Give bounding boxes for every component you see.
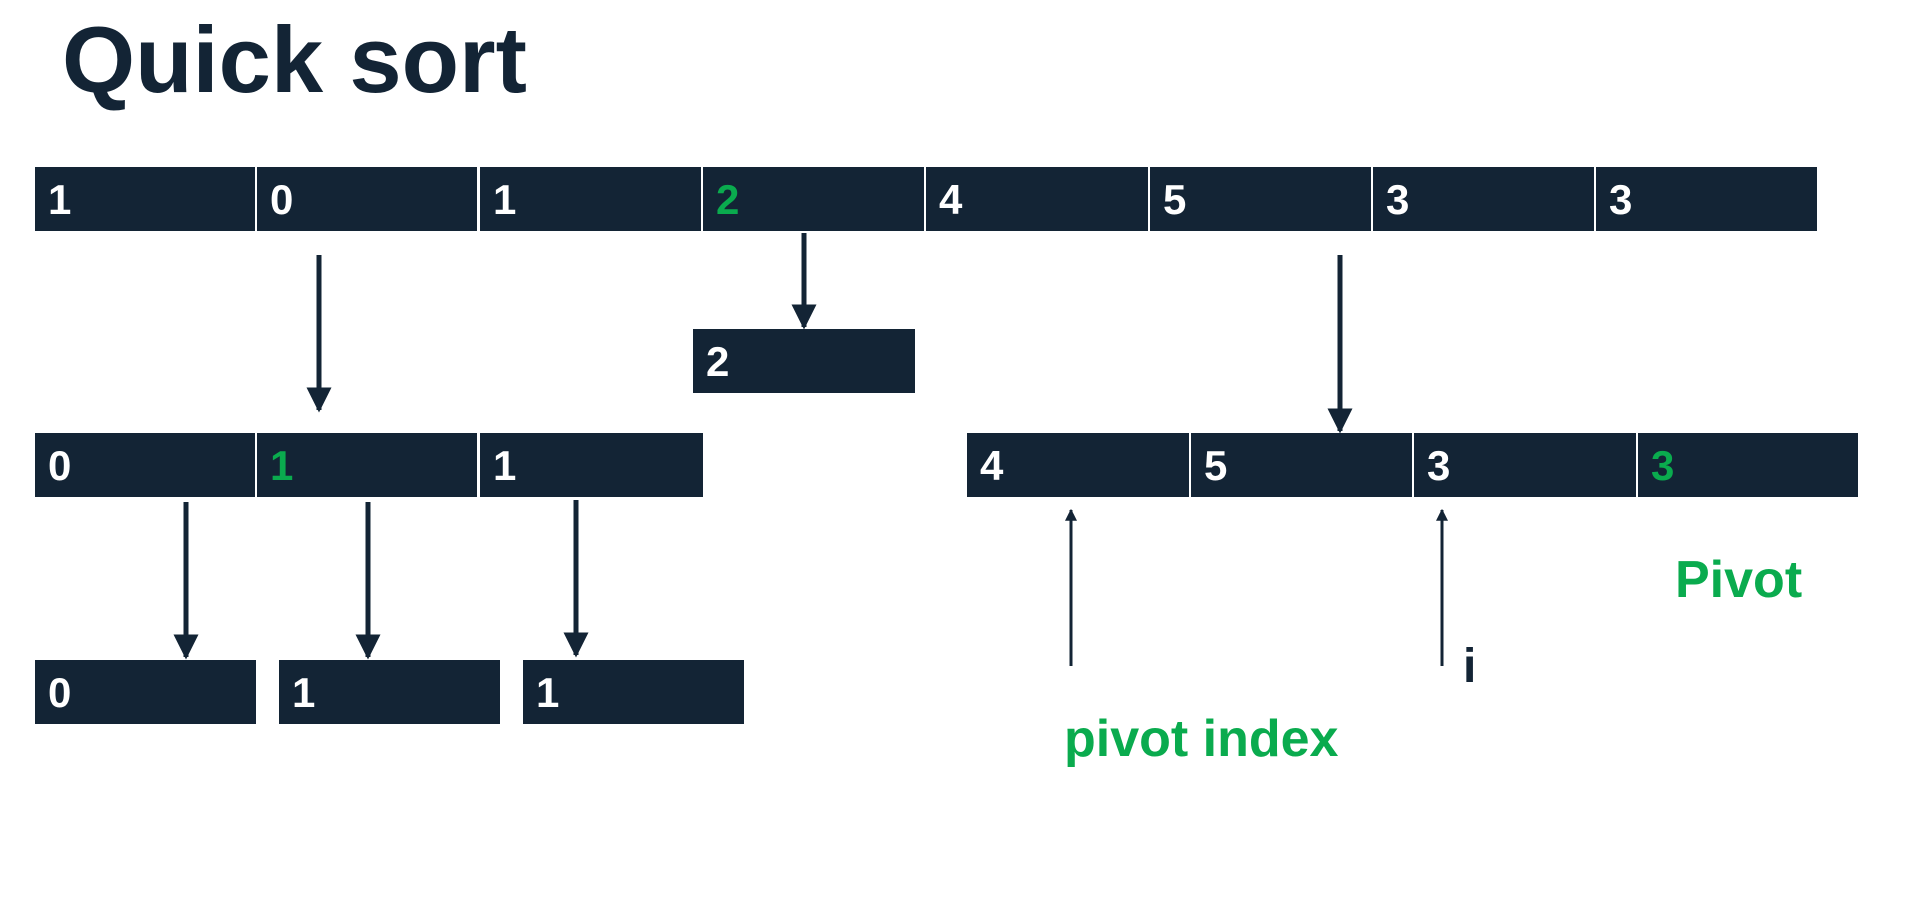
array-cell: 4 [967,433,1189,497]
array-cell: 1 [523,660,744,724]
page-title: Quick sort [62,7,527,112]
pivot-cell: 3 [1638,433,1858,497]
array-cell: 3 [1414,433,1636,497]
array-cell: 3 [1373,167,1594,231]
pivot-index-label: pivot index [1064,710,1339,768]
array-cell: 5 [1191,433,1412,497]
array-cell: 1 [279,660,500,724]
array-cell: 1 [480,167,701,231]
pivot-label: Pivot [1675,551,1803,609]
array-cell: 5 [1150,167,1371,231]
array-cell: 1 [480,433,703,497]
pivot-element-cell: 2 [693,329,915,393]
pivot-cell: 2 [703,167,924,231]
array-cell: 0 [35,433,255,497]
array-cell: 0 [35,660,256,724]
array-cell: 4 [926,167,1148,231]
array-cell: 1 [35,167,255,231]
array-cell: 0 [257,167,477,231]
array-cell: 3 [1596,167,1817,231]
i-label: i [1463,640,1477,693]
pivot-cell: 1 [257,433,477,497]
